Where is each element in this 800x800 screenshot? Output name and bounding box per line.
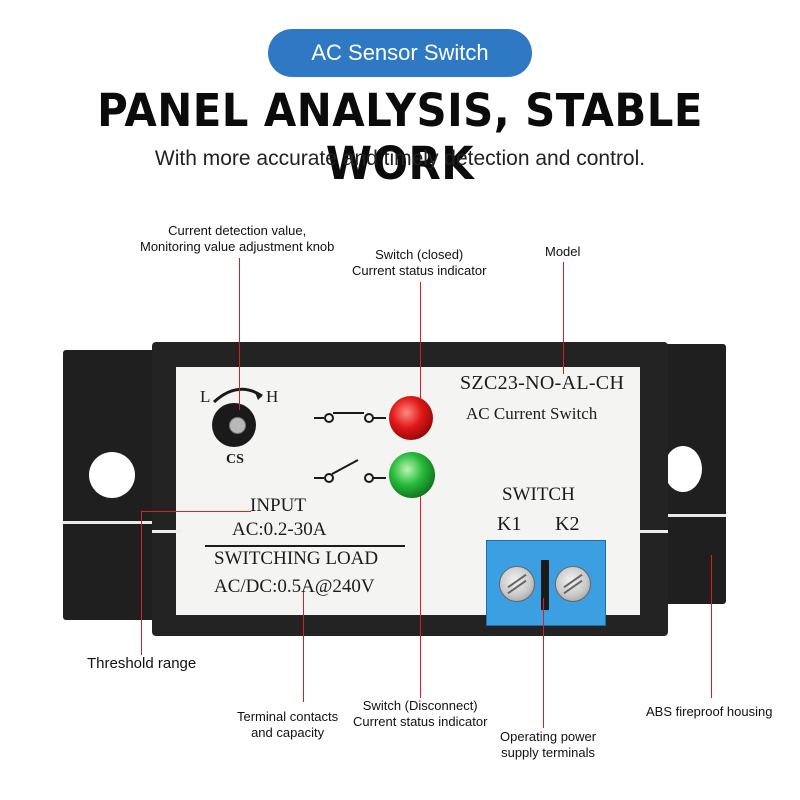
open-status-led <box>389 452 435 498</box>
input-label: INPUT <box>250 495 306 516</box>
callout-threshold: Threshold range <box>87 655 197 672</box>
terminal-k1-label: K1 <box>497 513 522 535</box>
knob-high-label: H <box>266 387 279 406</box>
callout-terminal-line2: and capacity <box>251 725 325 740</box>
headline: PANEL ANALYSIS, STABLE WORK <box>97 84 703 190</box>
terminal-screw-k2-icon[interactable] <box>555 566 591 602</box>
callout-disconnect-line2: Current status indicator <box>353 714 488 729</box>
switch-closed-icon <box>314 412 386 423</box>
right-mounting-hole <box>664 446 702 492</box>
housing-leader-line <box>711 555 712 698</box>
threshold-leader-line <box>141 511 142 655</box>
load-divider <box>205 545 405 547</box>
knob-leader-line <box>239 258 240 410</box>
callout-disconnect-line1: Switch (Disconnect) <box>362 698 478 713</box>
callout-disconnect-indicator: Switch (Disconnect) Current status indic… <box>353 698 487 730</box>
callout-terminal-line1: Terminal contacts <box>237 709 339 724</box>
product-badge: AC Sensor Switch <box>268 29 532 77</box>
terminal-k2-label: K2 <box>555 513 580 535</box>
input-range: AC:0.2-30A <box>232 519 327 540</box>
callout-knob-line1: Current detection value, <box>168 223 307 238</box>
callout-closed-line2: Current status indicator <box>352 263 487 278</box>
load-rating: AC/DC:0.5A@240V <box>214 576 375 597</box>
callout-power-line1: Operating power <box>500 729 597 744</box>
knob-screw-icon <box>229 417 246 434</box>
knob-label: CS <box>226 452 244 467</box>
bracket-seam-right <box>664 514 726 517</box>
model-code: SZC23-NO-AL-CH <box>460 372 625 394</box>
callout-knob: Current detection value, Monitoring valu… <box>140 223 334 255</box>
callout-terminal-contacts: Terminal contacts and capacity <box>237 709 338 741</box>
disconnect-indicator-leader-line <box>420 496 421 698</box>
knob-arc-icon <box>212 387 263 404</box>
callout-power-terminals: Operating power supply terminals <box>500 729 596 761</box>
housing-seam <box>152 530 182 533</box>
housing-seam-right <box>640 530 668 533</box>
callout-closed-indicator: Switch (closed) Current status indicator <box>352 247 486 279</box>
power-terminals-leader-line <box>543 598 544 728</box>
knob-low-label: L <box>200 387 211 406</box>
closed-status-led <box>389 396 433 440</box>
callout-power-line2: supply terminals <box>501 745 596 760</box>
bracket-seam-left <box>63 521 158 524</box>
terminal-divider <box>541 560 549 610</box>
model-description: AC Current Switch <box>466 404 598 423</box>
threshold-leader-hline <box>141 511 251 512</box>
closed-indicator-leader-line <box>420 282 421 400</box>
terminal-screw-k1-icon[interactable] <box>499 566 535 602</box>
switch-open-icon <box>314 459 386 483</box>
left-mounting-hole <box>89 452 135 498</box>
switch-label: SWITCH <box>502 484 575 505</box>
callout-model: Model <box>545 244 581 259</box>
callout-closed-line1: Switch (closed) <box>375 247 464 262</box>
callout-housing: ABS fireproof housing <box>646 704 773 719</box>
model-leader-line <box>563 262 564 374</box>
terminal-contacts-leader-line <box>303 592 304 702</box>
callout-knob-line2: Monitoring value adjustment knob <box>140 239 335 254</box>
load-label: SWITCHING LOAD <box>214 548 379 569</box>
subheadline: With more accurate and timely detection … <box>154 147 646 170</box>
